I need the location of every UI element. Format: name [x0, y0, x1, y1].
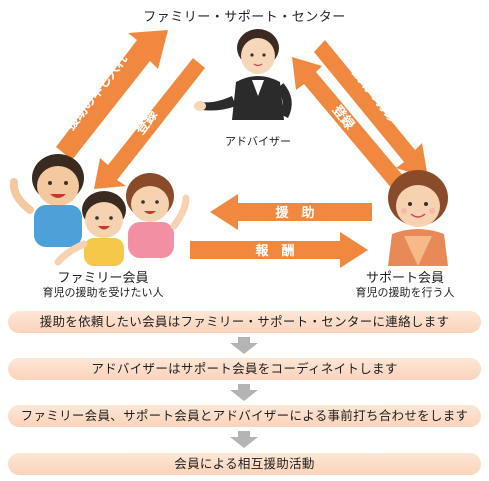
- family-member-title: ファミリー会員: [57, 271, 149, 286]
- family-member-subtitle: 育児の援助を受けたい人: [42, 286, 164, 299]
- family-illustration: [9, 154, 190, 266]
- arrow-reward-label: 報 酬: [255, 243, 294, 259]
- arrow-reward: 報 酬: [190, 232, 368, 268]
- down-arrow-2: [230, 384, 258, 401]
- step-1: 援助を依頼したい会員はファミリー・サポート・センターに連絡します: [8, 311, 481, 333]
- advisor-label: アドバイザー: [225, 135, 291, 148]
- family-member-block: ファミリー会員 育児の援助を受けたい人: [8, 272, 198, 300]
- relationship-diagram: 援助の申し入れ 登録 援助の打診 登録 援 助 報 酬: [9, 29, 448, 268]
- down-arrow-1: [230, 337, 258, 354]
- support-member-block: サポート会員 育児の援助を行う人: [330, 272, 480, 300]
- step-2: アドバイザーはサポート会員をコーディネイトします: [8, 358, 481, 380]
- support-member-title: サポート会員: [365, 271, 444, 286]
- arrow-request-to-center: 援助の申し入れ: [56, 30, 168, 160]
- support-member-subtitle: 育児の援助を行う人: [355, 286, 455, 299]
- advisor-illustration: [194, 29, 292, 120]
- support-member-illustration: [388, 170, 448, 266]
- step-4: 会員による相互援助活動: [8, 453, 481, 475]
- center-title: ファミリー・サポート・センター: [143, 10, 346, 25]
- down-arrow-3: [230, 431, 258, 448]
- step-3: ファミリー会員、サポート会員とアドバイザーによる事前打ち合わせをします: [8, 405, 481, 427]
- arrow-assistance-label: 援 助: [275, 205, 314, 221]
- arrow-assistance: 援 助: [210, 194, 372, 230]
